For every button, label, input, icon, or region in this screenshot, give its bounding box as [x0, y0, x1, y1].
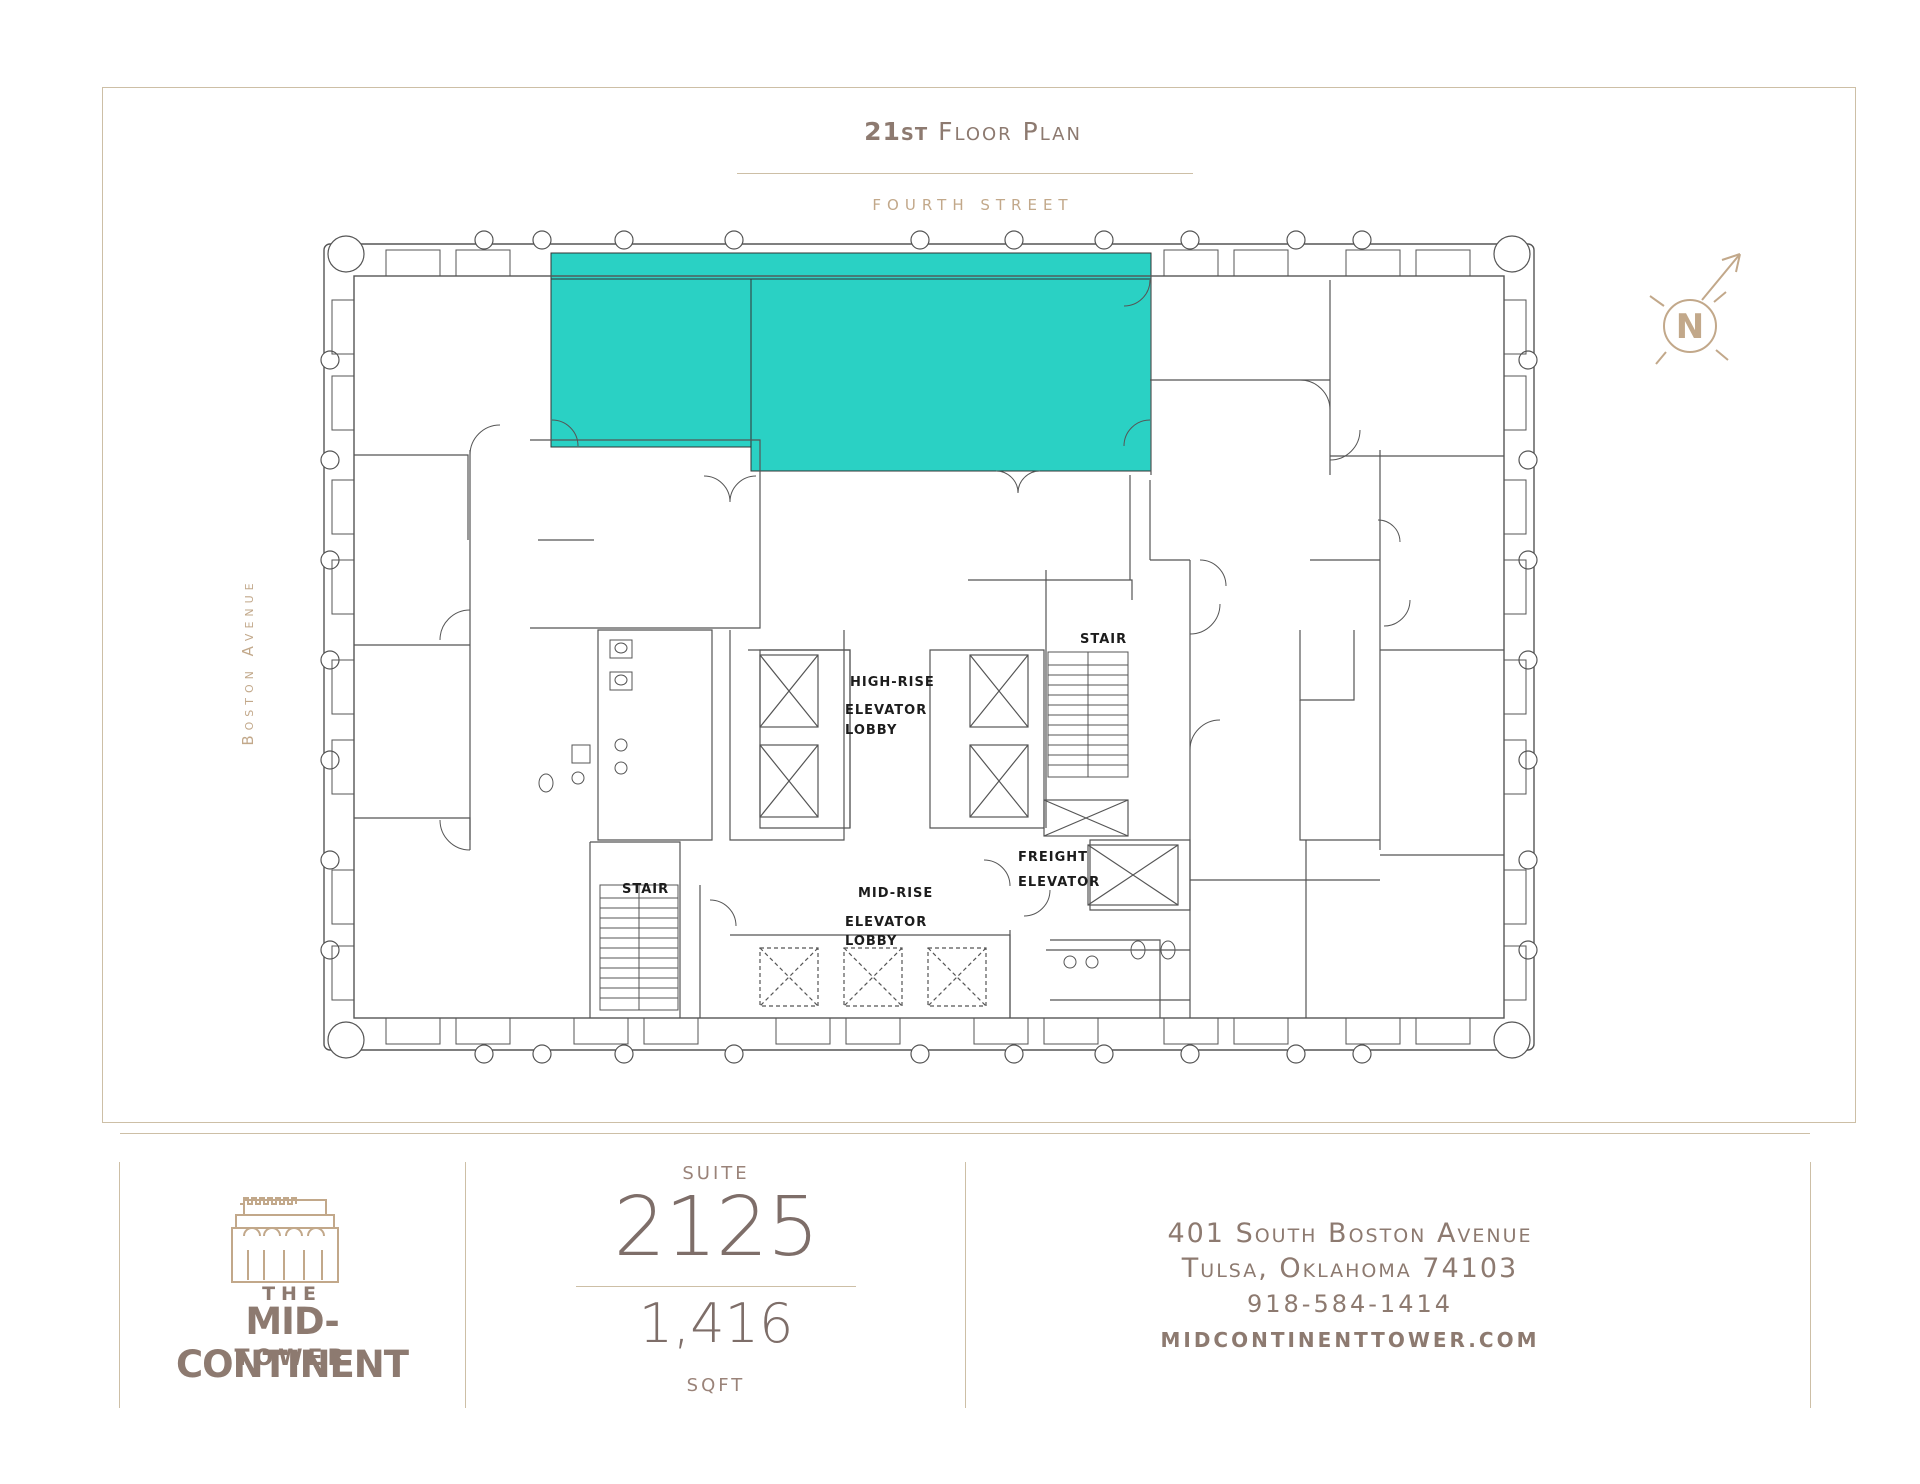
suite-label: SUITE — [682, 1163, 750, 1184]
address-line-2: Tulsa, Oklahoma 74103 — [1181, 1253, 1519, 1284]
footer-divider-right — [1810, 1162, 1811, 1408]
compass-rose — [1649, 253, 1741, 365]
stairs — [599, 651, 1129, 1011]
logo-tower: TOWER — [234, 1346, 350, 1371]
suite-area-unit: SQFT — [686, 1375, 746, 1396]
page-title: 21st Floor Plan — [864, 117, 1082, 146]
label-mid-rise: MID-RISE — [858, 886, 934, 901]
interior-walls — [354, 275, 1504, 1018]
footer-divider-2 — [965, 1162, 966, 1408]
suite-divider — [576, 1286, 856, 1287]
phone-number: 918-584-1414 — [1246, 1290, 1453, 1318]
facade-ornaments — [320, 230, 1538, 1064]
footer-divider-1 — [465, 1162, 466, 1408]
label-high-rise: HIGH-RISE — [850, 675, 935, 690]
footer-divider-left — [119, 1162, 120, 1408]
compass-letter: N — [1676, 307, 1704, 347]
label-stair-bottom: STAIR — [622, 882, 670, 897]
restroom-fixtures — [538, 639, 1176, 969]
suite-area: 1,416 — [638, 1292, 794, 1355]
elevators — [759, 654, 1179, 1007]
logo-the: THE — [262, 1283, 322, 1305]
footer-divider — [120, 1133, 1810, 1134]
suite-2125-highlight — [550, 252, 1152, 472]
label-mid-rise-elevator: ELEVATOR — [845, 915, 928, 930]
building-walls — [323, 243, 1535, 1051]
logo-castle-icon — [231, 1197, 339, 1283]
label-mid-rise-lobby: LOBBY — [845, 934, 898, 949]
label-high-rise-lobby: LOBBY — [845, 723, 898, 738]
label-freight: FREIGHT — [1018, 850, 1089, 865]
doors — [439, 279, 1411, 927]
label-high-rise-elevator: ELEVATOR — [845, 703, 928, 718]
title-divider — [737, 173, 1193, 174]
label-freight-elevator: ELEVATOR — [1018, 875, 1101, 890]
suite-number: 2125 — [613, 1180, 820, 1275]
street-label: FOURTH STREET — [872, 196, 1074, 214]
logo-name: MID-CONTINENT — [175, 1300, 409, 1386]
address-line-1: 401 South Boston Avenue — [1167, 1218, 1533, 1249]
plan-frame — [102, 87, 1856, 1123]
windows — [331, 249, 1527, 1045]
label-stair-top: STAIR — [1080, 632, 1128, 647]
website-link[interactable]: MIDCONTINENTTOWER.COM — [1160, 1328, 1540, 1352]
